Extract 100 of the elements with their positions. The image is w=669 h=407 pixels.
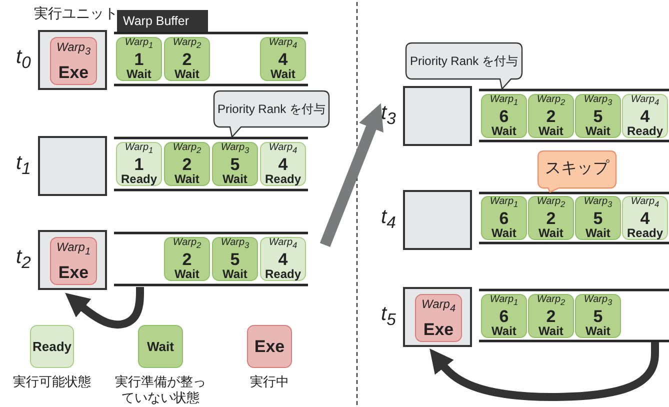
speech-bubble xyxy=(213,90,330,138)
priority-number: 5 xyxy=(593,210,603,227)
priority-number: 5 xyxy=(230,156,240,173)
state-label: Ready xyxy=(264,268,302,280)
state-label: Wait xyxy=(492,226,516,239)
priority-number: 4 xyxy=(278,156,288,173)
warp-card xyxy=(481,94,527,138)
warp-card xyxy=(622,196,668,240)
state-label: Wait xyxy=(538,324,564,337)
state-label: Wait xyxy=(126,68,152,80)
executing-warp-card xyxy=(50,37,97,85)
warp-card xyxy=(30,325,74,368)
time-step-label: t$_{5}$ xyxy=(381,304,396,329)
priority-number: 2 xyxy=(182,156,192,173)
legend-caption: 実行準備が整っていない状態 xyxy=(114,374,207,406)
time-step-label: t$_{1}$ xyxy=(16,153,31,178)
warp-card xyxy=(164,237,210,281)
priority-number: 2 xyxy=(182,250,192,268)
warp-card xyxy=(481,196,527,240)
buffer-tab: Warp Buffer xyxy=(117,10,208,32)
speech-bubble xyxy=(537,150,617,193)
transition-arrow xyxy=(320,103,384,247)
state-label: Wait xyxy=(174,268,200,280)
warp-card xyxy=(138,325,183,368)
warp-name: Warp$_{1}$ xyxy=(56,241,90,258)
curved-arrow xyxy=(65,287,144,329)
warp-name: Warp$_{4}$ xyxy=(268,238,298,250)
warp-card xyxy=(575,196,621,240)
state-label: Wait xyxy=(222,268,248,280)
time-step-label: t$_{0}$ xyxy=(16,47,31,72)
executing-warp-card xyxy=(415,294,462,342)
legend-caption: 実行中 xyxy=(249,374,290,390)
state-label: Wait xyxy=(586,226,610,239)
priority-number: 4 xyxy=(640,108,650,125)
priority-number: 6 xyxy=(499,108,509,125)
priority-number: 5 xyxy=(230,250,240,268)
warp-name: Warp$_{1}$ xyxy=(124,38,154,50)
priority-number: 6 xyxy=(499,308,509,325)
state-label: Ready xyxy=(120,172,158,185)
priority-number: 4 xyxy=(640,210,650,227)
callout-text: Priority Rank を付与 xyxy=(216,100,327,118)
warp-card xyxy=(212,237,258,281)
warp-name: Warp$_{3}$ xyxy=(584,95,612,107)
time-step-label: t$_{3}$ xyxy=(381,103,396,128)
warp-card xyxy=(116,142,162,186)
priority-number: 2 xyxy=(182,50,192,68)
warp-card xyxy=(260,237,306,281)
state-label: Exe xyxy=(423,320,454,338)
legend-caption: 実行可能状態 xyxy=(12,374,92,390)
executing-warp-card xyxy=(50,237,97,285)
warp-card xyxy=(622,94,668,138)
priority-number: 4 xyxy=(278,250,288,268)
priority-number: 6 xyxy=(499,210,509,227)
warp-name: Warp$_{2}$ xyxy=(172,38,202,50)
state-label: Exe xyxy=(58,264,89,281)
warp-card xyxy=(164,37,210,81)
executing-warp-card xyxy=(247,325,292,368)
warp-name: Warp$_{2}$ xyxy=(172,238,202,250)
execution-unit-box xyxy=(38,136,107,196)
state-label: Wait xyxy=(586,324,610,337)
warp-name: Warp$_{4}$ xyxy=(268,38,298,50)
priority-number: 1 xyxy=(134,50,144,68)
warp-name: Warp$_{3}$ xyxy=(220,238,250,250)
priority-number: 2 xyxy=(546,210,556,227)
warp-name: Warp$_{4}$ xyxy=(630,197,660,209)
priority-number: 5 xyxy=(593,308,603,325)
state-label: Ready xyxy=(626,226,664,239)
warp-name: Warp$_{1}$ xyxy=(124,143,154,155)
warp-name: Warp$_{1}$ xyxy=(490,197,518,209)
priority-number: 2 xyxy=(546,308,556,325)
warp-name: Warp$_{4}$ xyxy=(268,143,298,155)
state-label: Wait xyxy=(538,226,564,239)
warp-card xyxy=(260,37,306,81)
warp-name: Warp$_{2}$ xyxy=(536,197,566,209)
state-label: Wait xyxy=(586,124,610,137)
warp-name: Warp$_{3}$ xyxy=(220,143,250,155)
state-label: Ready xyxy=(32,340,72,353)
unit-heading: 実行ユニット xyxy=(34,5,118,23)
state-label: Wait xyxy=(492,324,516,337)
state-label: Ready xyxy=(626,124,664,137)
warp-card xyxy=(481,294,527,338)
state-label: Wait xyxy=(222,172,248,185)
state-label: Exe xyxy=(254,338,285,355)
state-label: Wait xyxy=(270,68,296,80)
warp-name: Warp$_{2}$ xyxy=(536,95,566,107)
priority-number: 5 xyxy=(593,108,603,125)
state-label: Wait xyxy=(147,340,174,353)
state-label: Wait xyxy=(174,68,200,80)
state-label: Wait xyxy=(492,124,516,137)
state-label: Exe xyxy=(58,64,89,81)
warp-name: Warp$_{3}$ xyxy=(56,41,90,58)
curved-arrow xyxy=(430,342,659,401)
callout-text: Priority Rank を付与 xyxy=(408,52,520,70)
time-step-label: t$_{4}$ xyxy=(381,207,396,232)
warp-card xyxy=(164,142,210,186)
warp-name: Warp$_{4}$ xyxy=(630,95,660,107)
warp-card xyxy=(212,142,258,186)
state-label: Wait xyxy=(174,172,200,185)
warp-card xyxy=(528,94,574,138)
warp-name: Warp$_{3}$ xyxy=(584,295,612,307)
